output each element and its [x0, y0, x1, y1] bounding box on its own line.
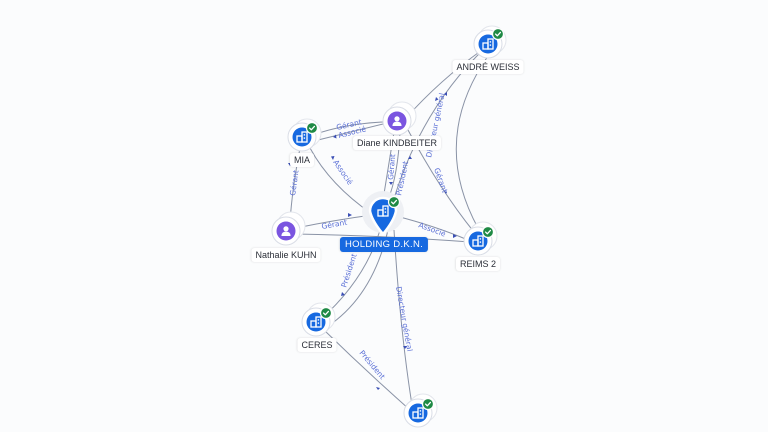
edge-arrow: [376, 387, 380, 390]
edge-arrow: [389, 182, 393, 185]
edge-arrows: [288, 92, 457, 390]
node-label-mia[interactable]: MIA: [289, 153, 315, 167]
check-badge-icon: [421, 397, 435, 411]
edge-label: Gérant: [386, 154, 397, 181]
graph-nodes: [271, 25, 507, 428]
node-label-nathalie-kuhn[interactable]: Nathalie KUHN: [251, 248, 321, 262]
node-label-reims-2[interactable]: REIMS 2: [455, 257, 501, 271]
edge-label: Gérant: [321, 218, 348, 231]
edge-label: Gérant: [432, 167, 449, 194]
edge-arrow: [444, 92, 447, 96]
node-label-holding-dkn[interactable]: HOLDING D.K.N.: [339, 237, 429, 252]
edge-arrow: [444, 191, 447, 194]
edge-arrow: [348, 213, 352, 217]
node-andre-weiss[interactable]: [473, 25, 507, 59]
edge-ceres-bottom: [323, 329, 411, 411]
node-nathalie-kuhn[interactable]: [271, 211, 306, 246]
node-holding-dkn[interactable]: [362, 191, 404, 236]
node-label-ceres[interactable]: CERES: [297, 338, 337, 352]
edge-mia-center: [309, 147, 373, 215]
node-label-andre-weiss[interactable]: ANDRÉ WEISS: [452, 60, 524, 74]
edge-arrow: [408, 156, 412, 159]
node-reims-2[interactable]: [463, 221, 498, 256]
edge-arrow: [403, 346, 407, 349]
node-diane-kindbeiter[interactable]: [382, 101, 417, 136]
check-badge-icon: [305, 121, 319, 135]
edge-label: Président: [339, 253, 358, 289]
check-badge-icon: [319, 306, 333, 320]
edge-label: Gérant: [288, 169, 301, 196]
check-badge-icon: [481, 225, 495, 239]
node-mia[interactable]: [287, 118, 322, 152]
node-ceres[interactable]: [301, 302, 336, 337]
edge-arrow: [333, 134, 337, 139]
edge-arrow: [341, 292, 345, 296]
node-label-diane-kindbeiter[interactable]: Diane KINDBEITER: [352, 136, 442, 150]
edge-label: Associé: [417, 220, 447, 238]
edge-center-bottom: [393, 229, 413, 406]
edge-label: Directeur général: [394, 286, 414, 352]
edge-arrow: [435, 97, 439, 101]
edge-arrow: [331, 156, 335, 160]
check-badge-icon: [387, 195, 401, 209]
edge-center-reims: [395, 215, 469, 241]
check-badge-icon: [491, 27, 505, 41]
edge-andre-reims: [455, 55, 489, 229]
edge-diane-mia-2: [317, 123, 384, 141]
edge-arrow: [453, 234, 457, 238]
node-bottom[interactable]: [403, 393, 438, 428]
